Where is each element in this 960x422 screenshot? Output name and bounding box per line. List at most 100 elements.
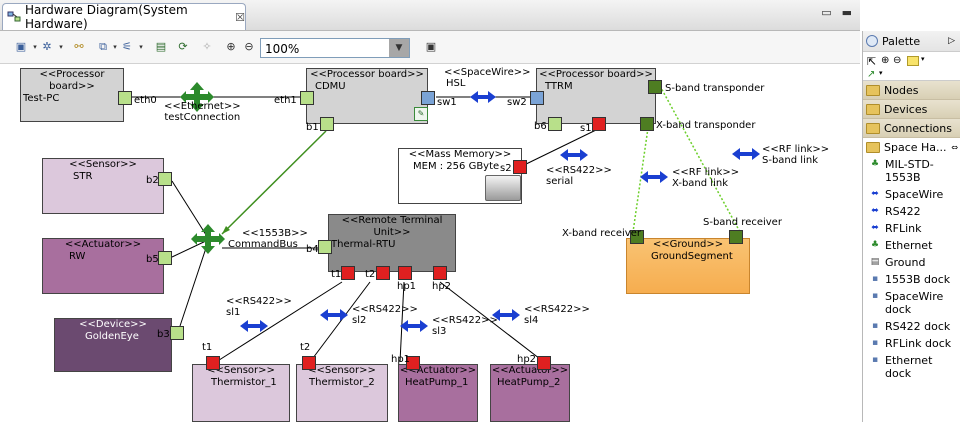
palette-item-rs422-dock[interactable]: ▪RS422 dock [863,318,960,335]
label-s-band-transponder: S-band transponder [665,83,765,94]
conn-ethernet-label: <<Ethernet>>testConnection [164,101,241,123]
port-s1[interactable] [592,117,606,131]
bus-line-b1[interactable] [221,130,327,235]
node-mass-memory[interactable]: <<Mass Memory>> MEM : 256 GByte [398,148,522,204]
chevron-down-icon[interactable]: ▾ [879,69,883,77]
chevron-down-icon[interactable]: ▾ [921,55,925,63]
node-rw[interactable]: <<Actuator>> RW [42,238,164,294]
port-th1-t1[interactable] [206,356,220,370]
select-arrow-icon[interactable]: ⇱ [867,55,877,68]
node-cdmu[interactable]: <<Processor board>> CDMU [306,68,428,124]
port-eth1[interactable] [300,91,314,105]
select-all-icon[interactable]: ▣ [15,40,27,53]
palette-item-spacewire-dock[interactable]: ▪SpaceWire dock [863,288,960,318]
port-b2[interactable] [158,172,172,186]
node-heatpump-2[interactable]: <<Actuator>> HeatPump_2 [490,364,570,422]
node-goldeneye[interactable]: <<Device>> GoldenEye [54,318,172,372]
note-icon[interactable] [907,56,919,66]
diagram-canvas[interactable]: <<Processor board>> Test-PC <<Processor … [0,64,860,422]
port-x-band-transponder[interactable] [640,117,654,131]
link-icon[interactable]: ⚯ [74,40,84,53]
port-rtu-hp1[interactable] [398,266,412,280]
port-hp1[interactable] [406,356,420,370]
drawer-nodes[interactable]: Nodes [863,81,960,100]
arrange-icon[interactable]: ✲ [42,40,52,53]
zoom-out-icon[interactable]: ⊖ [893,55,902,66]
node-test-pc[interactable]: <<Processor board>> Test-PC [20,68,124,122]
palette-item-mil-std-1553b[interactable]: ♣MIL-STD-1553B [870,158,934,184]
chevron-down-icon[interactable]: ▾ [113,43,117,51]
palette-item-1553b-dock[interactable]: ▪1553B dock [863,271,960,288]
maximize-icon[interactable]: ▬ [841,6,852,19]
port-hp2[interactable] [537,356,551,370]
chevron-down-icon[interactable]: ▼ [389,39,409,57]
connection-tool-icon[interactable]: ↗ [867,69,876,80]
port-sw1[interactable] [421,91,435,105]
port-s2[interactable] [513,160,527,174]
node-ttrm[interactable]: <<Processor board>> TTRM [536,68,656,124]
filter-icon[interactable]: ⚟ [122,40,132,53]
palette-item-rflink[interactable]: ⬌RFLink [863,220,960,237]
conn-sl3-label: <<RS422>>sl3 [432,315,498,337]
node-thermistor-1[interactable]: <<Sensor>> Thermistor_1 [192,364,290,422]
palette-item-ethernet-dock[interactable]: ▪Ethernet dock [863,352,960,382]
node-thermistor-2[interactable]: <<Sensor>> Thermistor_2 [296,364,388,422]
palette-item-ground[interactable]: ▤Ground [870,256,926,269]
palette-item-ethernet[interactable]: ♣Ethernet [870,239,933,252]
serial-line[interactable] [519,129,597,168]
layout-icon[interactable]: ⧉ [99,40,107,53]
port-x-band-receiver[interactable] [630,230,644,244]
chevron-down-icon[interactable]: ▾ [59,43,63,51]
port-b1[interactable] [320,117,334,131]
chevron-down-icon[interactable]: ▾ [33,43,37,51]
node-str[interactable]: <<Sensor>> STR [42,158,164,214]
sl3-line[interactable] [399,281,405,363]
palette-item-rs422[interactable]: ⬌RS422 [863,203,960,220]
port-rtu-t1[interactable] [341,266,355,280]
label-hp1: hp1 [391,354,411,365]
sl1-line[interactable] [215,281,343,363]
port-s-band-transponder[interactable] [648,80,662,94]
sband-link-line[interactable] [659,85,741,233]
camera-icon[interactable]: ▣ [425,40,437,53]
node-heatpump-1[interactable]: <<Actuator>> HeatPump_1 [398,364,478,422]
node-ground-segment[interactable]: <<Ground>> GroundSegment [626,238,750,294]
zoom-in-icon[interactable]: ⊕ [226,40,236,53]
close-icon[interactable]: ☒ [235,10,245,24]
sl2-line[interactable] [309,281,371,363]
pin-icon[interactable]: ✧ [202,40,212,53]
drawer-connections[interactable]: Connections [863,119,960,138]
collapse-icon[interactable]: ▷ [948,36,955,46]
bus-line-b5[interactable] [171,239,209,258]
palette-item-spacewire[interactable]: ⬌SpaceWire [863,186,960,203]
port-rtu-t2[interactable] [376,266,390,280]
bus-line-b3[interactable] [179,241,209,327]
export-image-icon[interactable]: ▤ [155,40,167,53]
refresh-icon[interactable]: ⟳ [178,40,188,53]
port-th2-t2[interactable] [302,356,316,370]
port-rtu-hp2[interactable] [433,266,447,280]
palette-item-rflink-dock[interactable]: ▪RFLink dock [863,335,960,352]
port-eth0[interactable] [118,91,132,105]
bus-line-b2[interactable] [171,180,209,239]
port-sw2[interactable] [530,91,544,105]
port-s-band-receiver[interactable] [729,230,743,244]
chevron-down-icon[interactable]: ▾ [139,43,143,51]
node-thermal-rtu[interactable]: <<Remote Terminal Unit>> Thermal-RTU [328,214,456,272]
label-eth0: eth0 [134,95,157,106]
zoom-combo[interactable]: 100% ▼ [260,38,410,58]
port-b6[interactable] [548,117,562,131]
sl4-line[interactable] [439,281,545,363]
minimize-icon[interactable]: ▭ [821,6,832,19]
xband-link-line[interactable] [632,127,649,233]
tab-hardware-diagram[interactable]: Hardware Diagram(System Hardware) ☒ [2,3,246,31]
port-b3[interactable] [170,326,184,340]
port-b4[interactable] [318,240,332,254]
port-b5[interactable] [158,251,172,265]
drawer-space-hardware[interactable]: Space Ha...⇔ [863,138,960,156]
zoom-out-icon[interactable]: ⊖ [244,40,254,53]
pin-icon[interactable]: ⇔ [951,142,958,152]
zoom-in-icon[interactable]: ⊕ [881,55,890,66]
dock-icon: ▪ [871,274,879,284]
drawer-devices[interactable]: Devices [863,100,960,119]
